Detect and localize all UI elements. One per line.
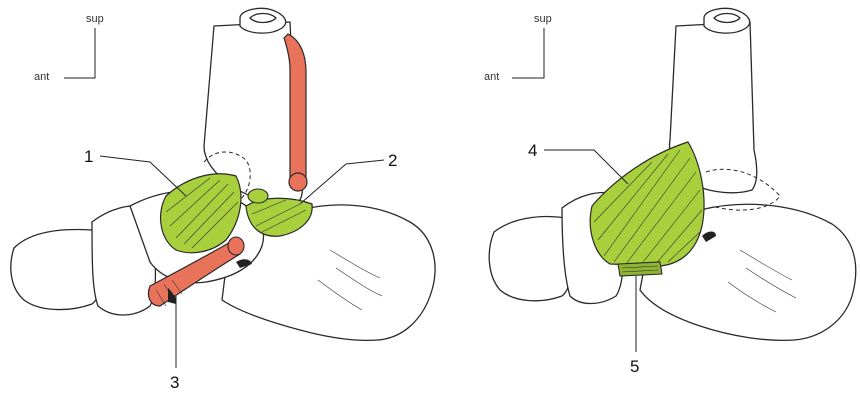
- left-figure: sup ant: [11, 8, 435, 392]
- left-label-2: 2: [388, 151, 397, 170]
- left-tibia-cross-section: [240, 8, 286, 33]
- left-label-1: 1: [84, 147, 93, 166]
- left-ant-label: ant: [34, 71, 49, 83]
- left-orientation-arrow: [64, 28, 95, 78]
- right-orientation-arrow: [512, 28, 544, 78]
- right-ant-label: ant: [484, 71, 499, 83]
- right-label-4: 4: [528, 141, 537, 160]
- left-label-3: 3: [170, 373, 179, 392]
- right-leader-4: [544, 150, 628, 184]
- left-leader-2: [300, 160, 384, 204]
- right-sup-label: sup: [534, 13, 552, 25]
- left-orientation-indicator: sup ant: [34, 13, 104, 83]
- right-ligament-4: [590, 142, 704, 266]
- left-cuneiform: [11, 230, 102, 310]
- right-label-5: 5: [630, 357, 639, 376]
- left-sup-label: sup: [86, 13, 104, 25]
- right-ligament-5: [618, 262, 662, 276]
- right-orientation-indicator: sup ant: [484, 13, 552, 83]
- right-cuneiform: [489, 217, 571, 301]
- right-tibia-cross-section: [704, 8, 750, 33]
- right-figure: sup ant 4 5: [484, 8, 856, 376]
